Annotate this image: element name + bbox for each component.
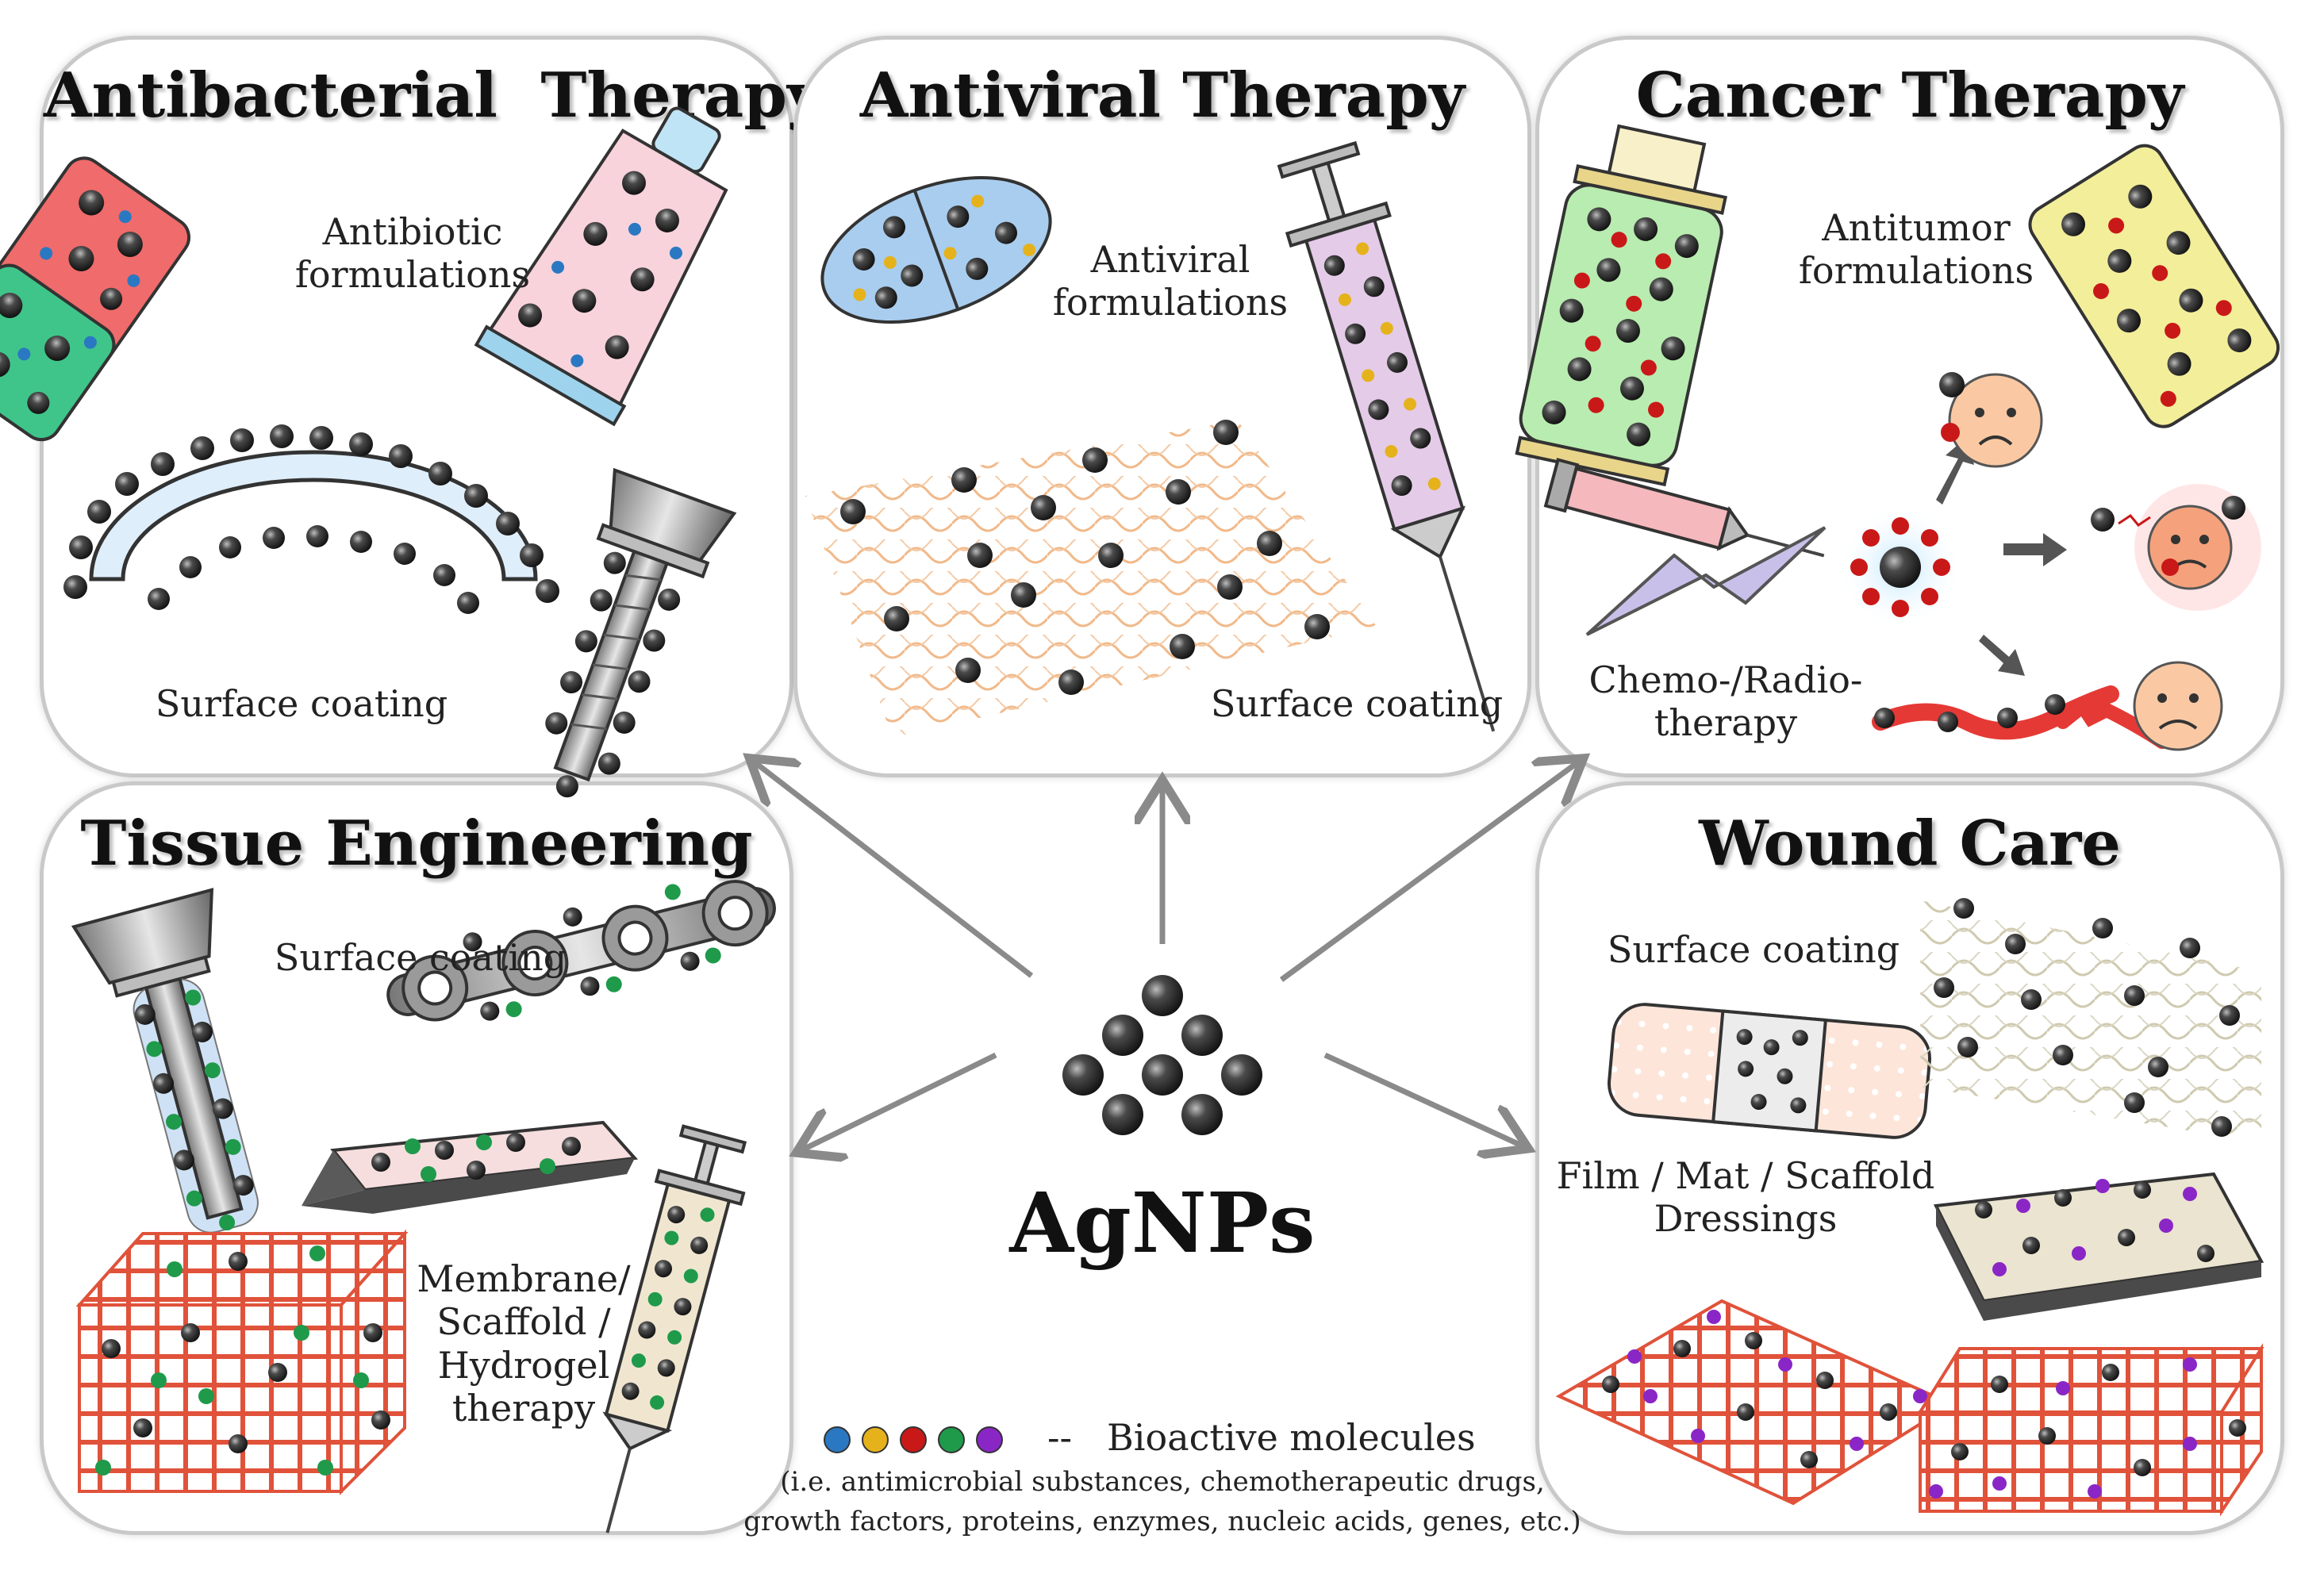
legend-dot-4 [938, 1426, 965, 1453]
arrow-to-antibacterial [754, 762, 1034, 978]
arrow-to-cancer [1279, 762, 1579, 982]
panel-title-wound: Wound Care [1699, 808, 2121, 880]
label-film-mat-scaffold-dressings: Film / Mat / Scaffold Dressings [1556, 1154, 1935, 1241]
label-antibiotic-formulations: Antibiotic formulations [294, 210, 531, 297]
panel-antiviral-therapy: Antiviral Therapy [793, 36, 1531, 777]
panel-title-antibacterial: Antibacterial Therapy [44, 59, 824, 132]
legend-note-line2: growth factors, proteins, enzymes, nucle… [743, 1506, 1581, 1537]
agnps-cluster [1062, 975, 1262, 1135]
legend-dash: -- [1047, 1416, 1073, 1459]
label-antitumor-formulations: Antitumor formulations [1798, 206, 2034, 293]
legend-color-dots [824, 1426, 1003, 1453]
arrow-to-tissue [801, 1052, 997, 1150]
panel-title-tissue: Tissue Engineering [80, 808, 753, 880]
connector-arrows [754, 762, 1579, 1150]
panel-title-antiviral: Antiviral Therapy [859, 59, 1465, 132]
arrow-to-wound [1323, 1052, 1523, 1146]
legend-note-line1: (i.e. antimicrobial substances, chemothe… [780, 1466, 1545, 1498]
label-chemo-radio-therapy: Chemo-/Radio-therapy [1588, 658, 1863, 745]
label-antiviral-formulations: Antiviral formulations [1052, 238, 1289, 324]
legend-dot-5 [976, 1426, 1003, 1453]
label-tissue-surface-coating: Surface coating [274, 936, 567, 979]
agnps-label: AgNPs [1009, 1174, 1316, 1272]
panel-antibacterial-therapy: Antibacterial Therapy [40, 36, 824, 777]
legend-dot-2 [862, 1426, 889, 1453]
legend-dot-1 [824, 1426, 851, 1453]
label-antibacterial-surface-coating: Surface coating [155, 682, 448, 725]
panel-title-cancer: Cancer Therapy [1635, 59, 2184, 132]
label-antiviral-surface-coating: Surface coating [1210, 682, 1504, 725]
legend-bioactive-molecules: Bioactive molecules [1107, 1416, 1476, 1459]
legend-dot-3 [900, 1426, 927, 1453]
label-wound-surface-coating: Surface coating [1607, 928, 1900, 971]
label-membrane-scaffold-hydrogel: Membrane/ Scaffold / Hydrogel therapy [417, 1257, 631, 1430]
